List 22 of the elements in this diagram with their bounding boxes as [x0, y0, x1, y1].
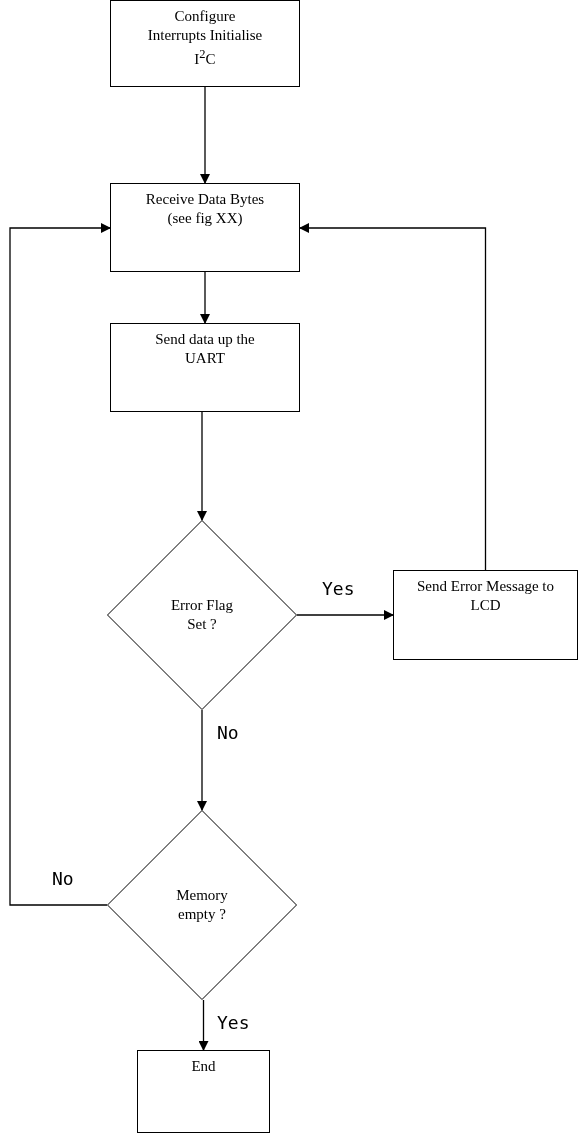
- node-text: Send data up the UART: [154, 330, 256, 368]
- arrow: [299, 223, 487, 571]
- process-box: [110, 183, 300, 272]
- arrow: [197, 709, 207, 811]
- node-text: Receive Data Bytes (see fig XX): [144, 190, 266, 228]
- node-text: Memory empty ?: [175, 886, 229, 924]
- arrow: [197, 411, 207, 521]
- arrow: [200, 271, 210, 324]
- node-text: Error Flag Set ?: [169, 596, 235, 634]
- arrow: [9, 223, 111, 906]
- decision-diamond: [107, 810, 297, 1000]
- node-text: End: [190, 1057, 217, 1076]
- node-text: Send Error Message to LCD: [415, 577, 556, 615]
- arrow: [200, 86, 210, 184]
- arrow: [296, 610, 394, 620]
- process-box: [393, 570, 578, 660]
- arrow: [198, 999, 209, 1051]
- decision-diamond: [107, 520, 297, 710]
- node-text: Configure Interrupts Initialise I$^{2}$C: [146, 7, 264, 69]
- process-box: [110, 0, 300, 87]
- process-box: [137, 1050, 270, 1133]
- process-box: [110, 323, 300, 412]
